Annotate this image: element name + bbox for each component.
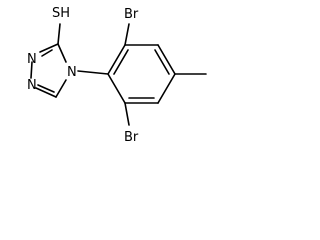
bond-ar-double-b (154, 49, 170, 75)
bond-c5-n4 (55, 79, 67, 98)
bond-ar-c1-c2 (107, 44, 126, 75)
ring-n-aryl-label: N (67, 65, 77, 80)
bond-n1-n2 (30, 61, 33, 79)
bromo-bottom-label: Br (124, 130, 139, 145)
bond-ar-double-a (113, 49, 129, 75)
bond-n2-c3 (35, 87, 57, 98)
ring-n-bottom-label: N (27, 78, 37, 93)
bond-c-br-bottom (124, 102, 130, 126)
structure-canvas: SH N N N Br Br (27, 6, 207, 145)
bond-ar-c6-c1 (107, 73, 126, 104)
thiol-label: SH (52, 6, 70, 21)
bond-c-br-top (124, 23, 130, 46)
bond-c3-n4-left (57, 43, 67, 63)
bond-c-n-double-inner (41, 49, 53, 57)
bond-c3-c5n-top (39, 43, 59, 53)
bond-n-aryl (77, 70, 109, 75)
molecule-drawing: SH N N N Br Br (0, 0, 232, 156)
bond-c3-n4-double-inner (37, 84, 55, 93)
bromo-top-label: Br (124, 7, 139, 22)
bond-c-sh (57, 23, 61, 45)
bond-ar-c4-c5 (157, 73, 176, 104)
bond-ar-c3-c4 (157, 44, 176, 75)
ring-n-top-label: N (27, 52, 37, 67)
